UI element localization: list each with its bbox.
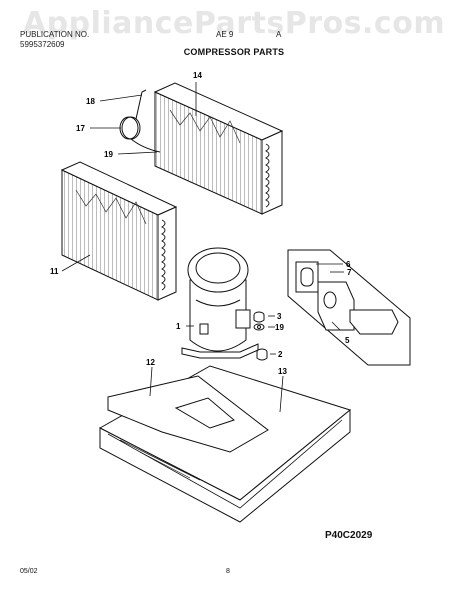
diagram-reference-code: P40C2029 xyxy=(325,530,373,541)
terminal-cover-assembly xyxy=(287,249,411,366)
insulation-pad xyxy=(107,375,269,453)
callout-labels: 14 18 17 19 11 1 3 19 2 6 7 5 12 13 xyxy=(50,71,352,376)
model-number-partial: AE 9 xyxy=(216,30,234,39)
section-title: COMPRESSOR PARTS xyxy=(183,47,285,57)
callout-1: 1 xyxy=(176,322,181,331)
callout-6: 6 xyxy=(346,260,351,269)
callout-17: 18 xyxy=(86,97,95,106)
callout-16: 17 xyxy=(76,124,85,133)
compressor xyxy=(181,247,259,359)
callout-13: 12 xyxy=(146,358,155,367)
callout-11: 11 xyxy=(50,267,59,276)
callout-2: 2 xyxy=(278,350,283,359)
grommet-parts xyxy=(253,311,268,361)
callout-19: 19 xyxy=(275,323,284,332)
capillary-tube xyxy=(119,89,161,153)
publication-number: 5995372609 xyxy=(20,40,65,49)
publication-date: 05/02 xyxy=(20,568,38,575)
callout-18: 19 xyxy=(104,150,113,159)
publication-label: PUBLICATION NO. xyxy=(20,30,90,39)
page-number: 8 xyxy=(226,568,230,575)
callout-14: 13 xyxy=(278,367,287,376)
callout-5: 5 xyxy=(345,336,350,345)
callout-12: 14 xyxy=(193,71,202,80)
model-number-tail: A xyxy=(276,30,282,39)
callout-7: 7 xyxy=(347,268,352,277)
callout-3: 3 xyxy=(277,312,282,321)
watermark-text: AppliancePartsPros.com xyxy=(22,6,446,41)
condenser-coil xyxy=(153,82,284,215)
leader-lines xyxy=(61,82,344,413)
evaporator-coil xyxy=(60,161,178,301)
